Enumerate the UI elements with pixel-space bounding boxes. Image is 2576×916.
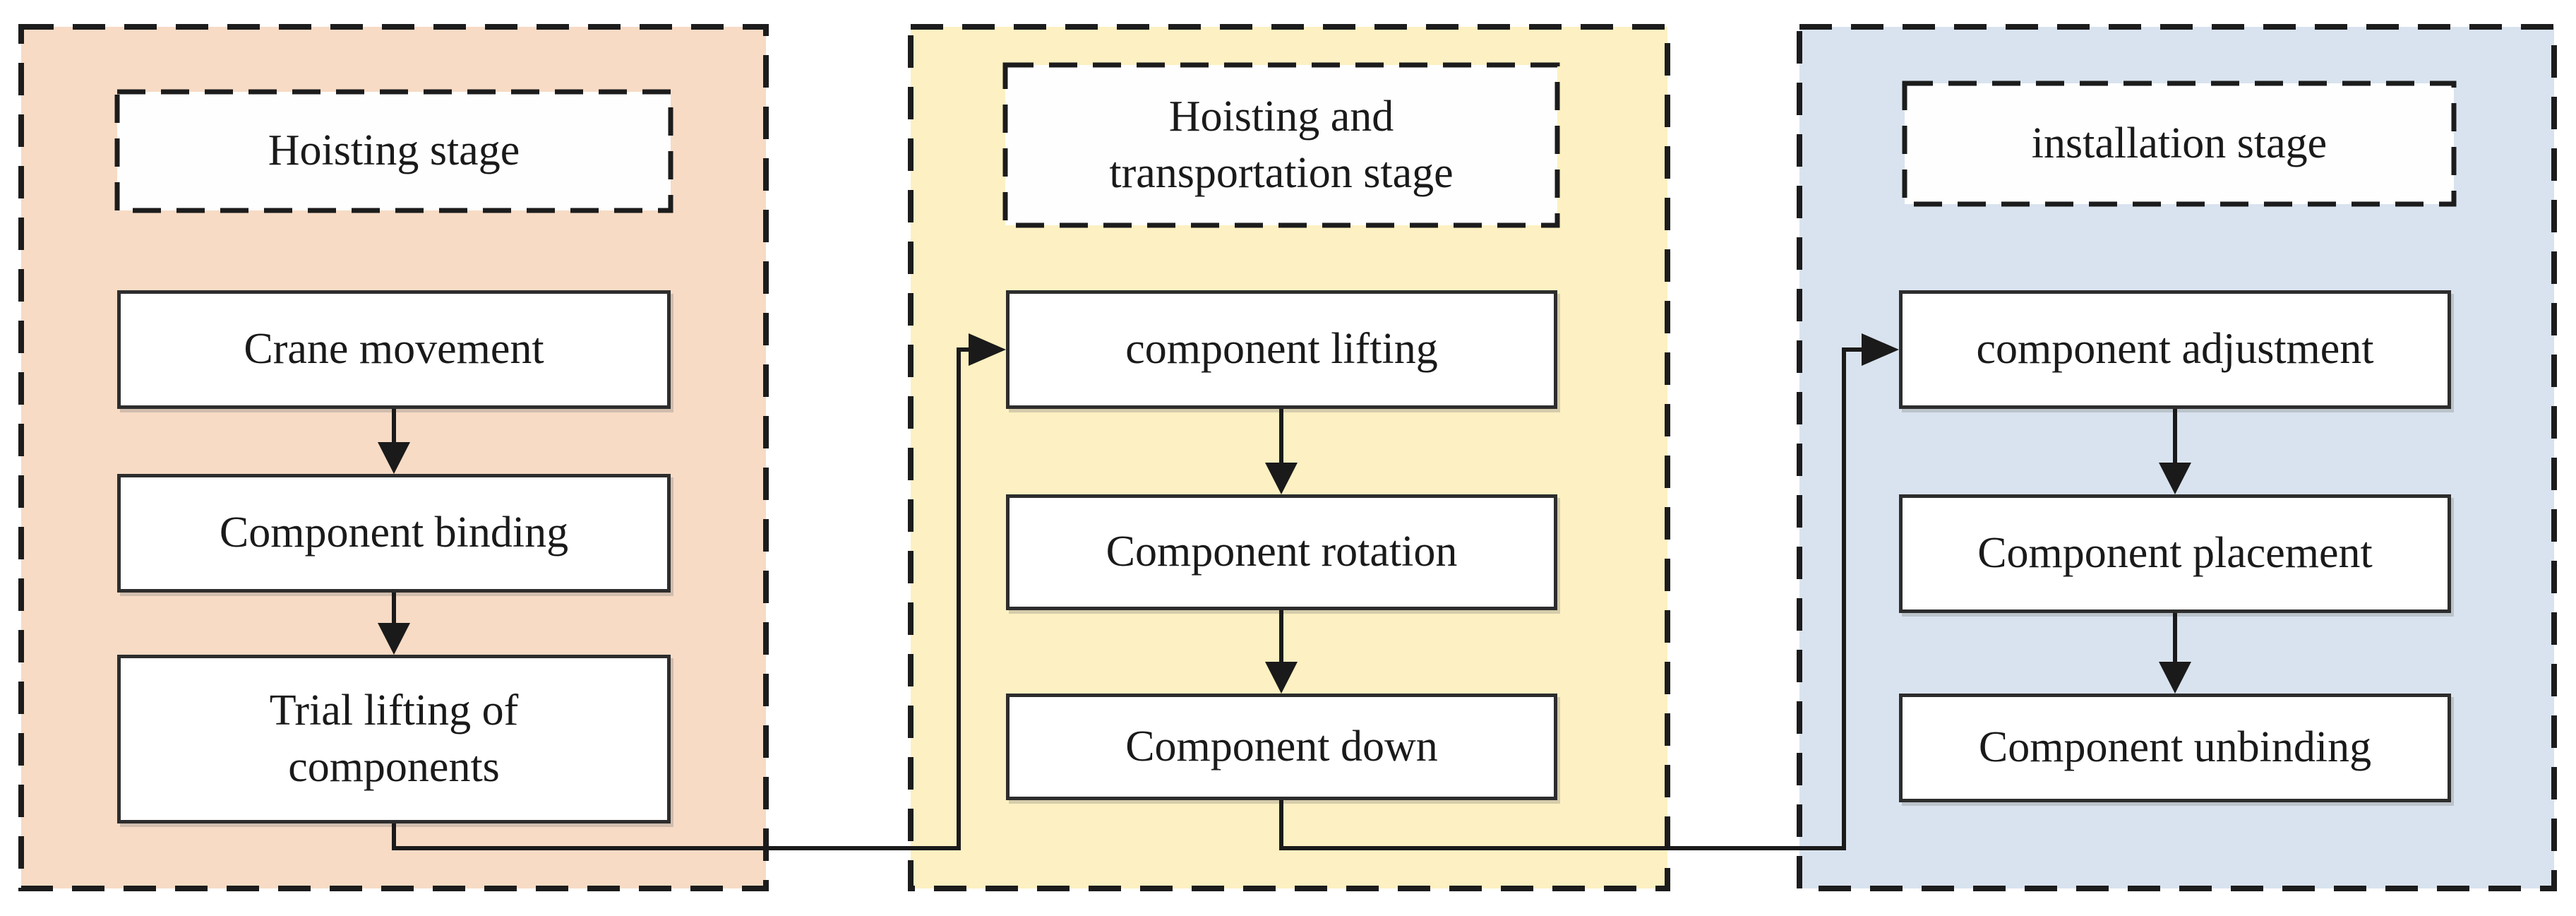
step-component-adjustment: component adjustment [1899,290,2451,409]
stage-title-text: Hoisting and [1168,93,1394,141]
step-label: component lifting [1125,325,1438,374]
step-label: components [288,742,500,791]
stage-title-text: Hoisting stage [268,126,520,175]
step-component-binding: Component binding [117,474,671,593]
step-trial-lifting-of-components: Trial lifting of components [117,655,671,823]
stage-title-hoisting: Hoisting stage [117,92,671,210]
step-label: Component unbinding [1978,723,2372,772]
step-label: Trial lifting of [269,686,519,735]
stage-title-text: transportation stage [1109,148,1454,197]
step-component-lifting: component lifting [1006,290,1557,409]
step-label: Crane movement [244,325,544,374]
step-label: Component placement [1977,529,2373,578]
stage-title-hoisting-and-transportation: Hoisting and transportation stage [1005,65,1557,225]
step-label: Component binding [219,508,569,557]
stage-title-installation: installation stage [1905,83,2454,204]
step-component-down: Component down [1006,694,1557,800]
step-component-placement: Component placement [1899,494,2451,613]
step-component-rotation: Component rotation [1006,494,1557,610]
step-label: Component down [1125,722,1438,771]
step-label: Component rotation [1106,528,1458,576]
step-component-unbinding: Component unbinding [1899,694,2451,802]
step-crane-movement: Crane movement [117,290,671,409]
step-label: component adjustment [1976,325,2374,374]
stage-title-text: installation stage [2031,119,2328,167]
